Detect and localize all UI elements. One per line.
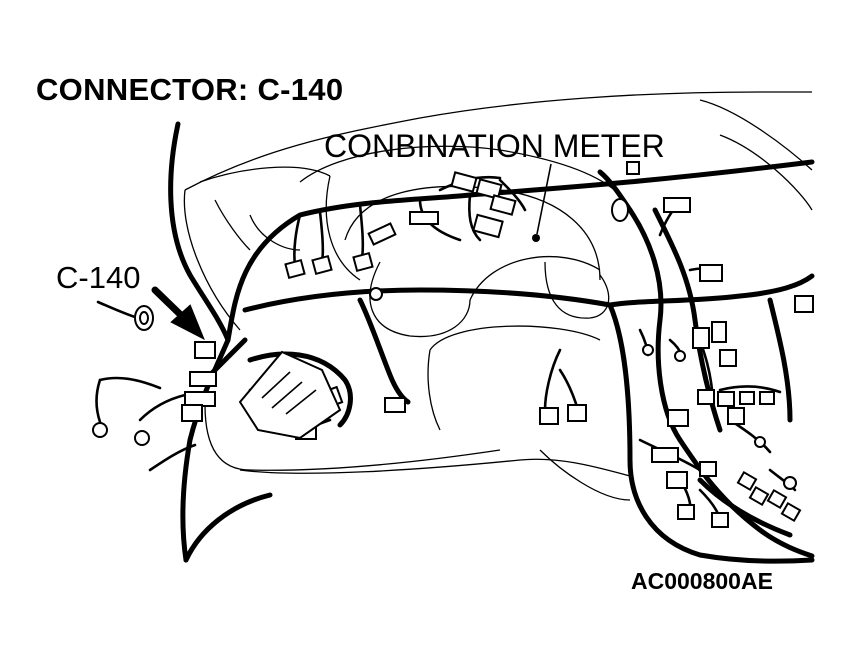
- diagram-title: CONNECTOR: C-140: [36, 72, 344, 107]
- connectors: [181, 161, 814, 528]
- c140-pointer-arrow: [151, 286, 205, 341]
- connector-c140-callout: C-140: [56, 260, 141, 295]
- grommets: [92, 198, 797, 490]
- junction-block: [238, 350, 342, 440]
- combination-meter-callout: CONBINATION METER: [324, 128, 665, 164]
- figure-id: AC000800AE: [631, 568, 773, 594]
- branch-wires: [95, 175, 797, 522]
- meter-leader-line: [532, 163, 552, 242]
